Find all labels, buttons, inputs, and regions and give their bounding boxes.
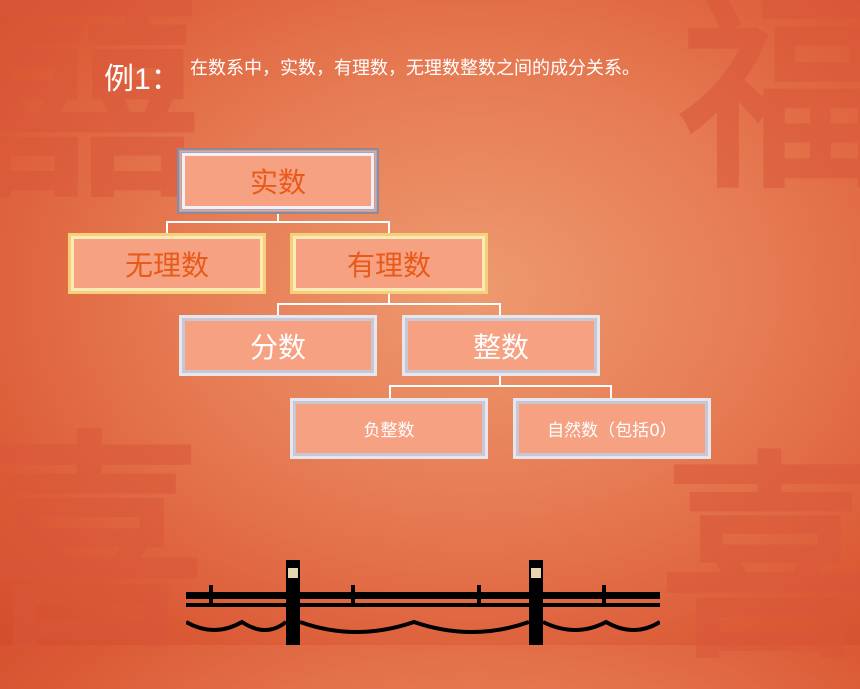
tree-node-label: 整数 — [472, 330, 529, 364]
tree-node-label: 自然数（包括0） — [547, 421, 677, 441]
seal-decoration-bottom-right: 喜 — [659, 430, 860, 689]
tree-node-real-numbers: 实数 — [177, 148, 379, 214]
connector-line — [389, 385, 612, 387]
connector-line — [166, 221, 168, 233]
connector-line — [277, 303, 279, 315]
tree-node-integers: 整数 — [402, 315, 600, 376]
tree-node-label: 实数 — [249, 166, 306, 199]
tree-node-label: 负整数 — [363, 421, 415, 441]
tree-node-fractions: 分数 — [179, 315, 377, 376]
example-text: 在数系中，实数，有理数，无理数整数之间的成分关系。 — [190, 58, 640, 79]
connector-line — [277, 303, 501, 305]
seal-decoration-top-left: 囍 — [0, 0, 201, 230]
tree-node-rational-numbers: 有理数 — [290, 233, 488, 294]
seal-decoration-top-right: 福 — [679, 0, 860, 218]
connector-line — [389, 385, 391, 398]
tree-node-label: 无理数 — [124, 248, 209, 282]
connector-line — [166, 221, 389, 223]
seal-decoration-bottom-left: 喜 — [0, 410, 206, 680]
connector-line — [388, 221, 390, 233]
connector-line — [499, 376, 501, 386]
tree-node-irrational-numbers: 无理数 — [68, 233, 266, 294]
connector-line — [610, 385, 612, 398]
example-heading: 例1： 在数系中，实数，有理数，无理数整数之间的成分关系。 — [104, 56, 704, 98]
example-label: 例1： — [104, 63, 181, 96]
tree-node-label: 分数 — [249, 330, 306, 364]
connector-line — [499, 303, 501, 315]
connector-line — [277, 212, 279, 222]
tree-node-label: 有理数 — [346, 248, 431, 282]
connector-line — [388, 294, 390, 304]
bridge-illustration — [186, 560, 660, 645]
tree-node-negative-integers: 负整数 — [290, 398, 488, 459]
tree-node-natural-numbers: 自然数（包括0） — [513, 398, 711, 459]
